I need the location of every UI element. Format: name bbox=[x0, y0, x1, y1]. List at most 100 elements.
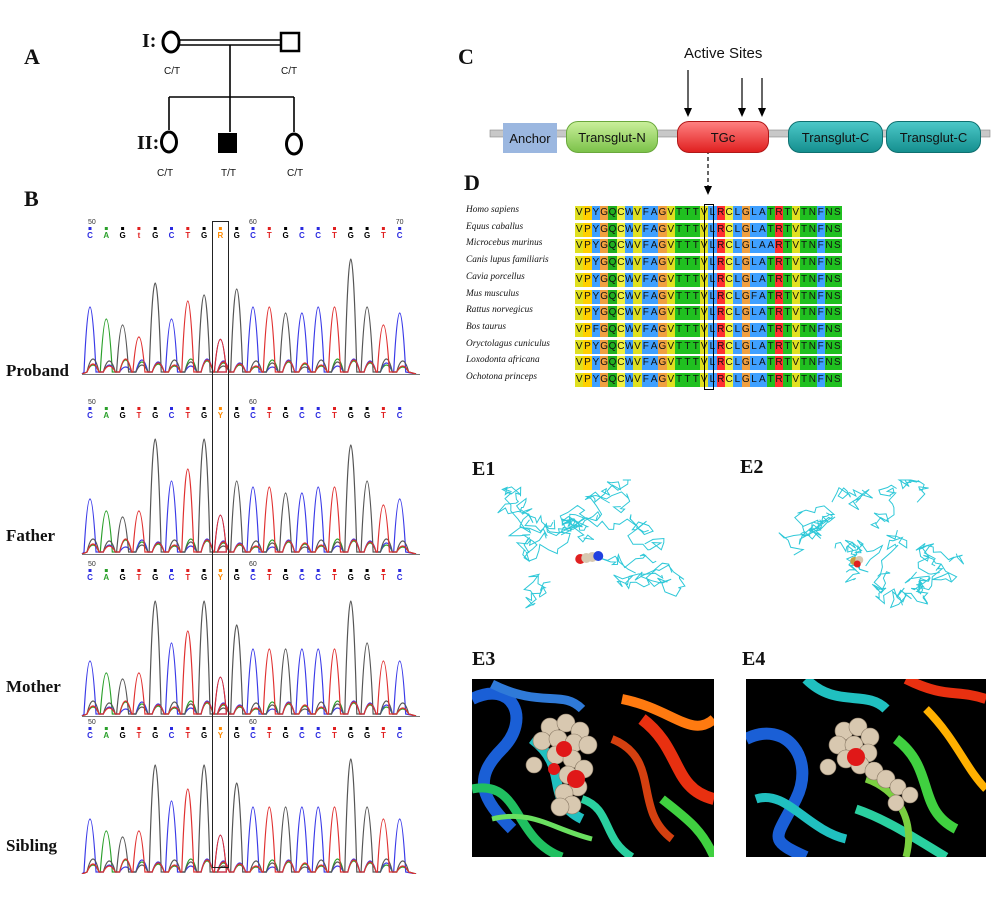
base-tick bbox=[333, 407, 336, 410]
residue: T bbox=[766, 206, 775, 220]
residue: T bbox=[683, 206, 692, 220]
residue: N bbox=[824, 306, 834, 321]
position-label: 50 bbox=[88, 219, 96, 226]
base-tick bbox=[251, 227, 255, 230]
trace-G-channel bbox=[81, 600, 417, 717]
residue: T bbox=[783, 322, 792, 337]
base-tick bbox=[186, 569, 190, 572]
residue: V bbox=[666, 206, 675, 220]
residue: T bbox=[766, 256, 775, 271]
residue: W bbox=[624, 306, 635, 321]
base-call: T bbox=[332, 573, 337, 582]
trace-T-channel bbox=[81, 630, 417, 717]
residue: Q bbox=[608, 289, 617, 304]
base-tick bbox=[202, 727, 206, 730]
residue: L bbox=[708, 222, 717, 237]
base-tick bbox=[398, 227, 402, 230]
residue: L bbox=[733, 222, 742, 237]
residue: R bbox=[774, 239, 784, 254]
residue: T bbox=[674, 206, 684, 220]
backbone-segment bbox=[627, 520, 665, 551]
base-call: C bbox=[397, 231, 403, 240]
residue: L bbox=[733, 373, 742, 387]
base-tick bbox=[365, 727, 369, 730]
base-call: t bbox=[138, 231, 141, 240]
residue: T bbox=[683, 239, 692, 254]
base-tick bbox=[121, 569, 125, 572]
base-call: G bbox=[282, 573, 288, 582]
base-tick bbox=[186, 227, 190, 230]
residue: N bbox=[824, 356, 834, 371]
residue: A bbox=[649, 272, 659, 287]
residue: L bbox=[733, 239, 742, 254]
residue: T bbox=[799, 272, 809, 287]
base-call: C bbox=[250, 573, 256, 582]
base-call: G bbox=[119, 411, 125, 420]
residue: W bbox=[624, 206, 635, 220]
residue: Q bbox=[608, 256, 617, 271]
residue: C bbox=[724, 306, 734, 321]
trace-G-channel bbox=[81, 258, 417, 375]
residue: G bbox=[599, 222, 609, 237]
residue: W bbox=[624, 356, 635, 371]
base-tick bbox=[137, 227, 141, 230]
backbone-segment bbox=[559, 504, 639, 530]
residue: G bbox=[599, 322, 609, 337]
residue: L bbox=[733, 272, 742, 287]
residue: L bbox=[708, 373, 717, 387]
residue: S bbox=[833, 356, 842, 371]
residue: C bbox=[616, 322, 625, 337]
residue: L bbox=[733, 289, 742, 304]
residue: R bbox=[774, 222, 784, 237]
female-sibling-1 bbox=[160, 130, 178, 154]
residue: V bbox=[575, 306, 584, 321]
residue: L bbox=[733, 322, 742, 337]
residue: N bbox=[824, 289, 834, 304]
residue: L bbox=[749, 222, 759, 237]
residue: C bbox=[724, 206, 734, 220]
species-name: Homo sapiens bbox=[466, 205, 519, 215]
residue: C bbox=[616, 339, 625, 354]
domain-transglut-c-2: Transglut-C bbox=[886, 121, 981, 153]
residue: V bbox=[575, 272, 584, 287]
residue: V bbox=[633, 289, 642, 304]
residue: F bbox=[641, 306, 650, 321]
residue: N bbox=[808, 373, 817, 387]
residue: V bbox=[791, 356, 800, 371]
base-tick bbox=[349, 227, 353, 230]
base-tick bbox=[349, 727, 353, 730]
base-tick bbox=[170, 227, 173, 230]
residue: V bbox=[791, 322, 800, 337]
base-tick bbox=[137, 407, 141, 410]
residue: V bbox=[666, 289, 675, 304]
residue: R bbox=[716, 289, 725, 304]
base-tick bbox=[333, 727, 336, 730]
base-tick bbox=[349, 569, 353, 572]
residue: T bbox=[799, 356, 809, 371]
residue: P bbox=[583, 272, 592, 287]
base-call: G bbox=[234, 731, 240, 740]
residue: W bbox=[624, 239, 635, 254]
residue: W bbox=[624, 322, 635, 337]
residue: Q bbox=[608, 306, 617, 321]
residue: W bbox=[624, 222, 635, 237]
residue: T bbox=[799, 256, 809, 271]
base-tick bbox=[284, 227, 288, 230]
base-tick bbox=[251, 727, 255, 730]
base-call: T bbox=[267, 411, 272, 420]
residue: T bbox=[766, 272, 775, 287]
residue: P bbox=[583, 256, 592, 271]
residue: R bbox=[774, 356, 784, 371]
base-call: A bbox=[103, 231, 109, 240]
base-call: G bbox=[152, 731, 158, 740]
residue: F bbox=[641, 339, 650, 354]
residue: N bbox=[824, 373, 834, 387]
residue: T bbox=[691, 306, 700, 321]
trace-C-channel bbox=[81, 642, 417, 717]
residue: F bbox=[641, 322, 650, 337]
residue: G bbox=[658, 306, 667, 321]
residue: V bbox=[575, 356, 584, 371]
